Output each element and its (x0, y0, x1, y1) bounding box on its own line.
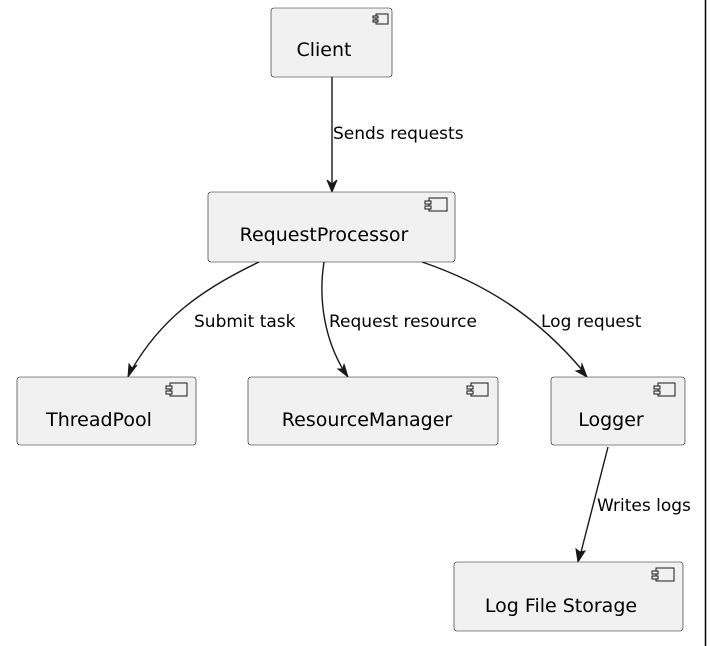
arrowhead (336, 363, 349, 379)
component-box (16, 376, 197, 446)
component-box (270, 7, 393, 78)
component-label: Client (296, 39, 351, 61)
component-box (207, 191, 456, 263)
arrowhead (574, 362, 588, 379)
component-label: Logger (578, 409, 644, 431)
edge-line (421, 261, 584, 372)
arrowhead (575, 547, 587, 564)
arrowhead (326, 179, 338, 194)
edge-label-writes-logs: Writes logs (597, 496, 691, 516)
edge-label-log-request: Log request (541, 312, 642, 332)
component-box (453, 561, 684, 632)
component-label: ThreadPool (45, 409, 152, 431)
component-icon (372, 13, 389, 25)
component-icon (466, 382, 489, 397)
component-icon (165, 382, 188, 397)
edge-line (321, 261, 345, 372)
component-label: RequestProcessor (240, 224, 409, 246)
component-icon (653, 382, 676, 397)
arrowhead (127, 362, 138, 379)
edge-line (130, 261, 260, 372)
edge-processor-to-logger: Log request (421, 261, 642, 379)
component-icon (651, 567, 675, 582)
component-request-processor[interactable]: RequestProcessor (207, 191, 456, 263)
edge-logger-to-storage: Writes logs (575, 446, 691, 564)
edge-line (579, 446, 609, 557)
component-box (247, 376, 499, 446)
component-thread-pool[interactable]: ThreadPool (16, 376, 197, 446)
component-log-file-storage[interactable]: Log File Storage (453, 561, 684, 632)
edge-label-sends-requests: Sends requests (333, 124, 464, 144)
component-logger[interactable]: Logger (550, 376, 686, 446)
edge-processor-to-resourcemanager: Request resource (321, 261, 477, 379)
component-box (550, 376, 686, 446)
component-label: Log File Storage (485, 595, 637, 617)
component-resource-manager[interactable]: ResourceManager (247, 376, 499, 446)
component-icon (424, 197, 448, 212)
edge-client-to-processor: Sends requests (326, 77, 464, 194)
component-label: ResourceManager (282, 409, 453, 431)
edge-label-submit-task: Submit task (194, 312, 296, 332)
edge-processor-to-threadpool: Submit task (127, 261, 296, 379)
edge-label-request-resource: Request resource (329, 312, 477, 332)
component-client[interactable]: Client (270, 7, 393, 78)
